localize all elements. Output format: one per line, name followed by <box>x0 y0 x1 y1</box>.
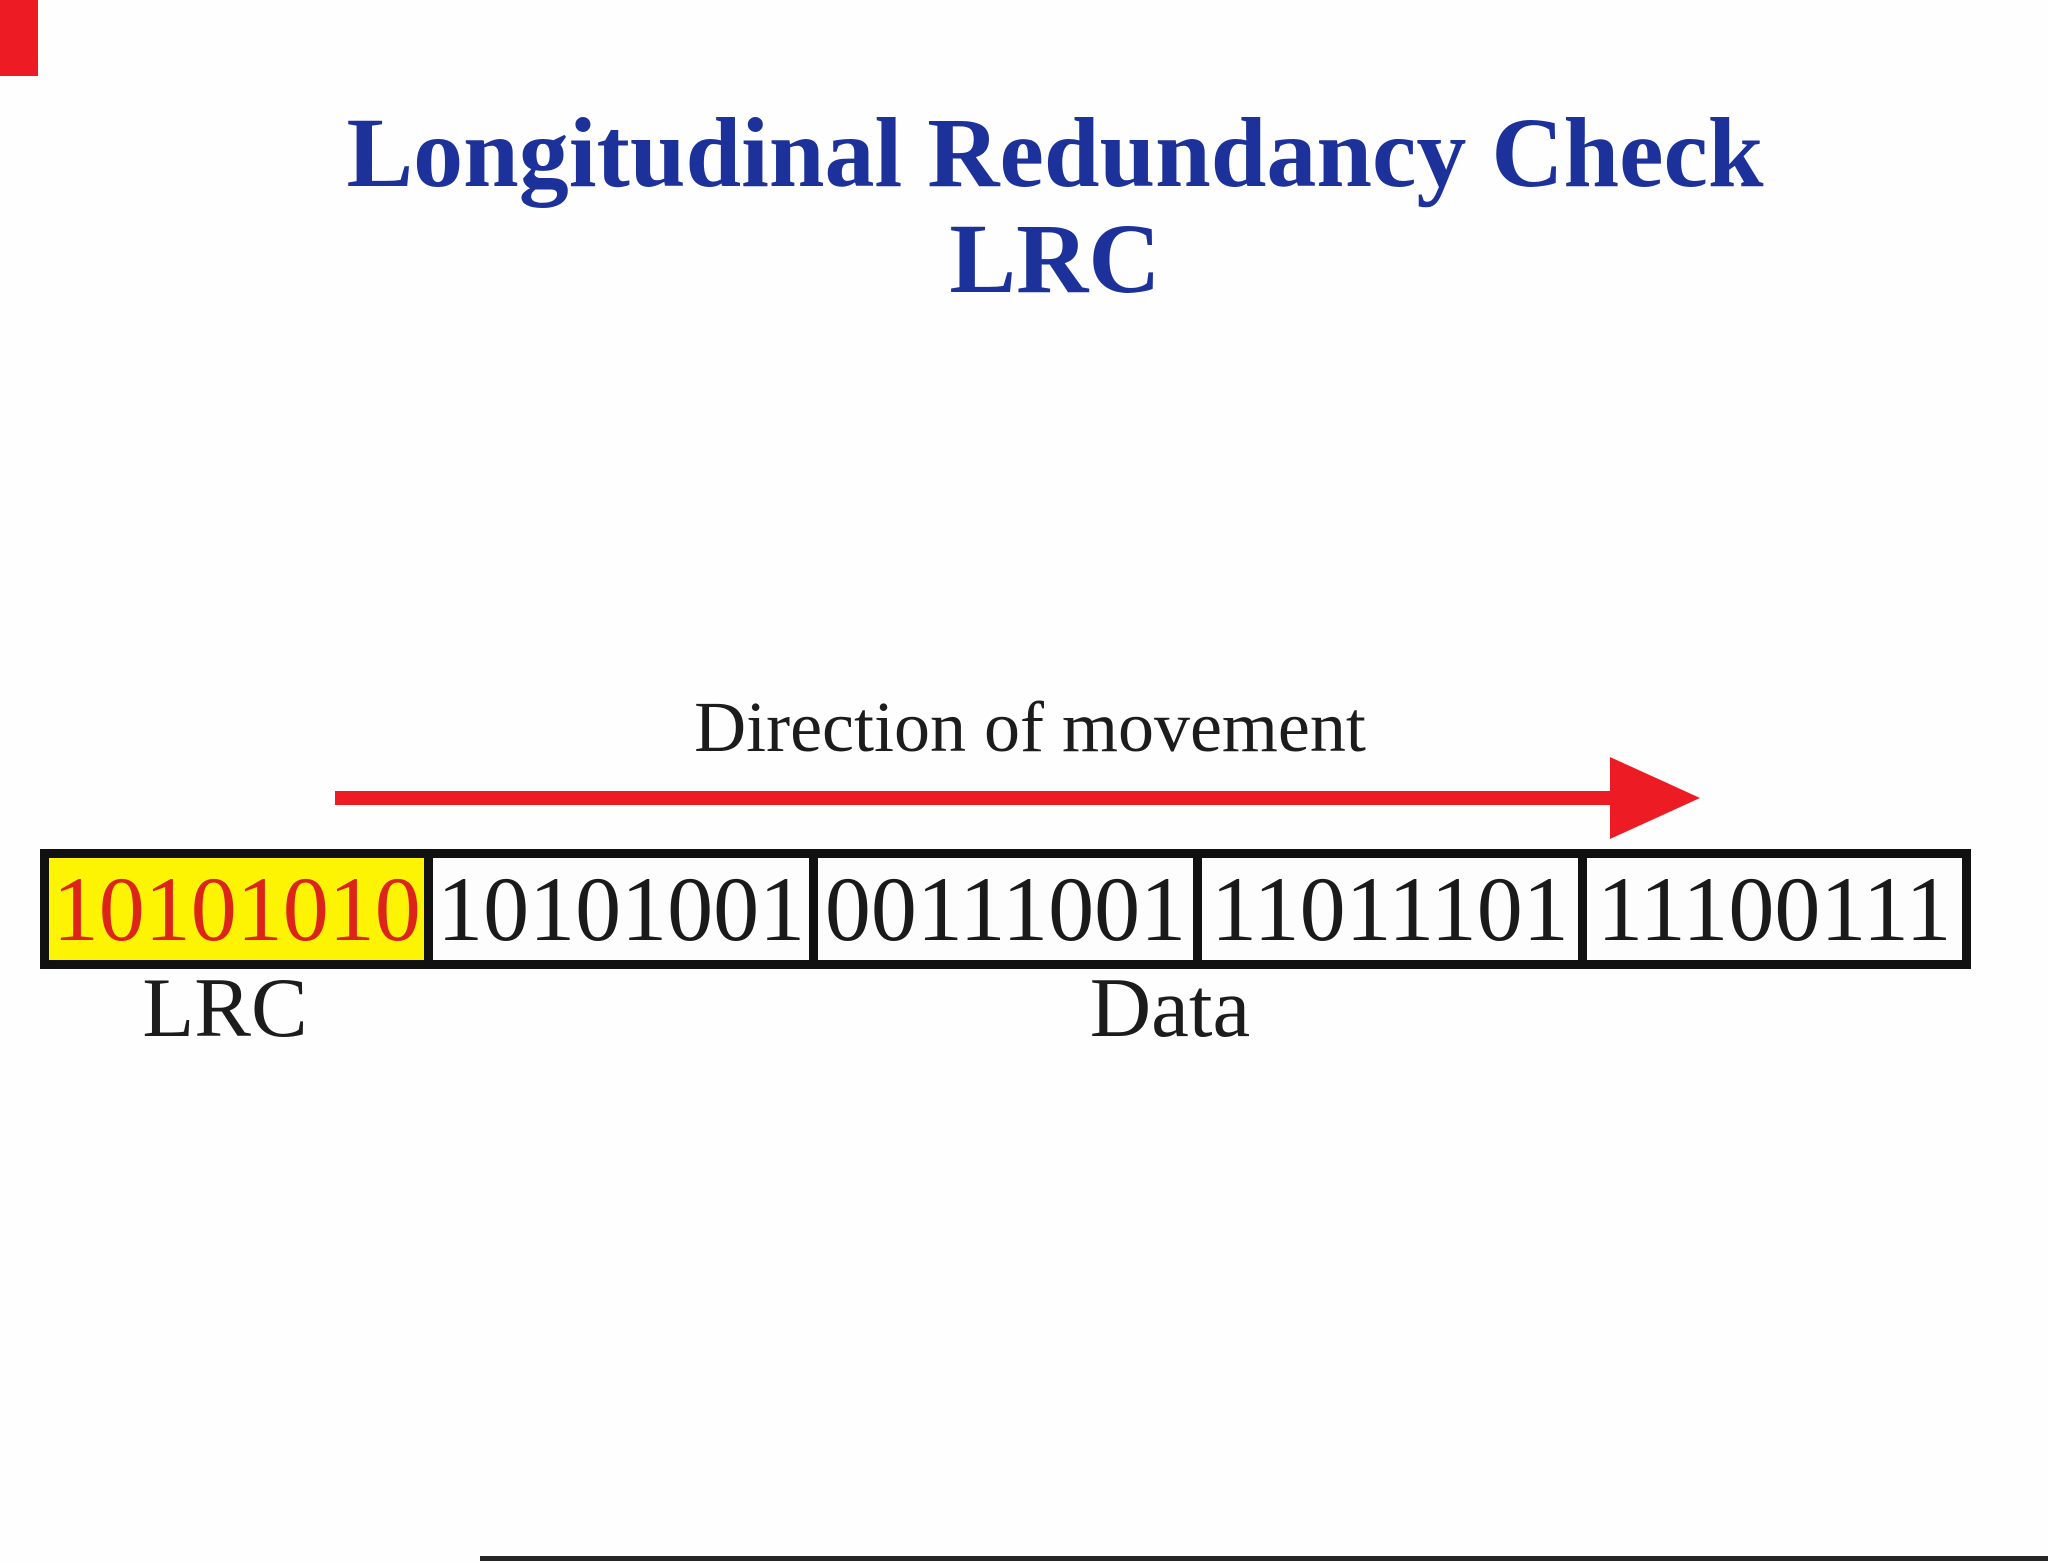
data-cell-2: 00111001 <box>808 858 1194 960</box>
data-label: Data <box>1089 961 1251 1055</box>
slide-title: Longitudinal Redundancy Check LRC <box>346 100 1763 312</box>
direction-of-movement-label: Direction of movement <box>694 687 1366 767</box>
direction-arrow-head-icon <box>1610 757 1700 839</box>
title-line-2: LRC <box>949 203 1161 314</box>
lrc-label: LRC <box>142 961 308 1055</box>
red-corner-marker <box>0 0 38 76</box>
title-line-1: Longitudinal Redundancy Check <box>346 97 1764 208</box>
data-cell-4: 11100111 <box>1577 858 1963 960</box>
data-cell-3: 11011101 <box>1193 858 1578 960</box>
lrc-cell: 10101010 <box>49 858 425 960</box>
direction-arrow-line <box>335 791 1620 805</box>
bottom-edge-line <box>480 1556 2048 1561</box>
data-cell-1: 10101001 <box>424 858 809 960</box>
lrc-frame-row: 10101010 10101001 00111001 11011101 1110… <box>40 849 1971 969</box>
